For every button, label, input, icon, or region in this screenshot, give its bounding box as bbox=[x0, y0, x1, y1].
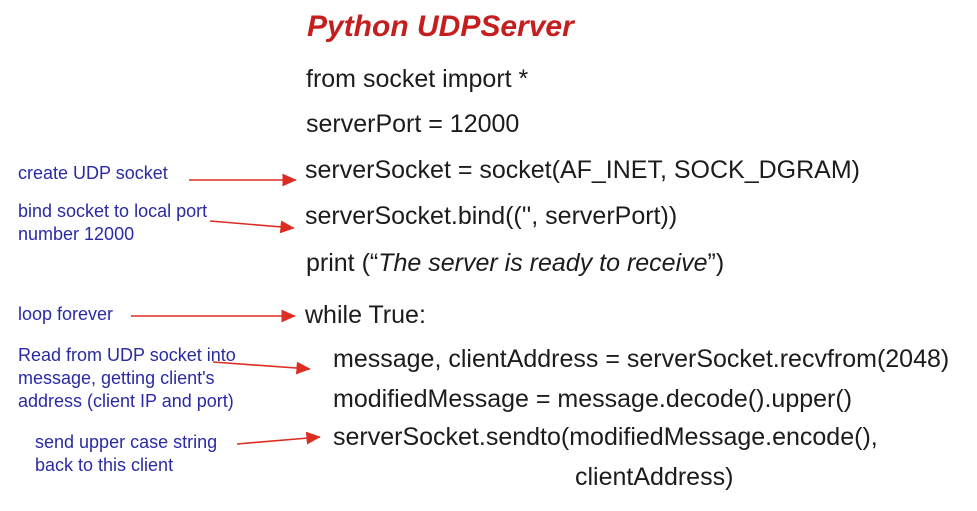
code-line-create-socket: serverSocket = socket(AF_INET, SOCK_DGRA… bbox=[305, 156, 861, 184]
code-line-sendto: serverSocket.sendto(modifiedMessage.enco… bbox=[333, 423, 878, 451]
print-quoted-string: The server is ready to receive bbox=[378, 249, 708, 277]
annotation-loop-forever: loop forever bbox=[18, 304, 114, 324]
annotation-bind-socket: bind socket to local port number 12000 bbox=[18, 201, 208, 244]
annotation-send-upper-case: send upper case string back to this clie… bbox=[35, 432, 218, 475]
code-line-bind: serverSocket.bind(('', serverPort)) bbox=[305, 202, 678, 230]
arrow-bind-socket-icon bbox=[209, 220, 295, 234]
arrow-send-upper-case-icon bbox=[236, 431, 321, 445]
code-line-while: while True: bbox=[305, 301, 426, 329]
code-line-client-address: clientAddress) bbox=[575, 463, 734, 491]
code-line-recvfrom: message, clientAddress = serverSocket.re… bbox=[333, 345, 950, 373]
print-suffix: ”) bbox=[707, 249, 725, 277]
code-line-upper: modifiedMessage = message.decode().upper… bbox=[333, 385, 853, 413]
code-line-print: print (“The server is ready to receive”) bbox=[306, 250, 724, 277]
annotation-create-udp-socket: create UDP socket bbox=[18, 163, 168, 183]
page-title: Python UDPServer bbox=[307, 10, 574, 43]
code-line-from-import: from socket import * bbox=[306, 65, 529, 93]
code-line-server-port: serverPort = 12000 bbox=[306, 110, 520, 138]
annotation-read-from-socket: Read from UDP socket into message, getti… bbox=[18, 345, 236, 411]
print-prefix: print (“ bbox=[306, 249, 379, 277]
